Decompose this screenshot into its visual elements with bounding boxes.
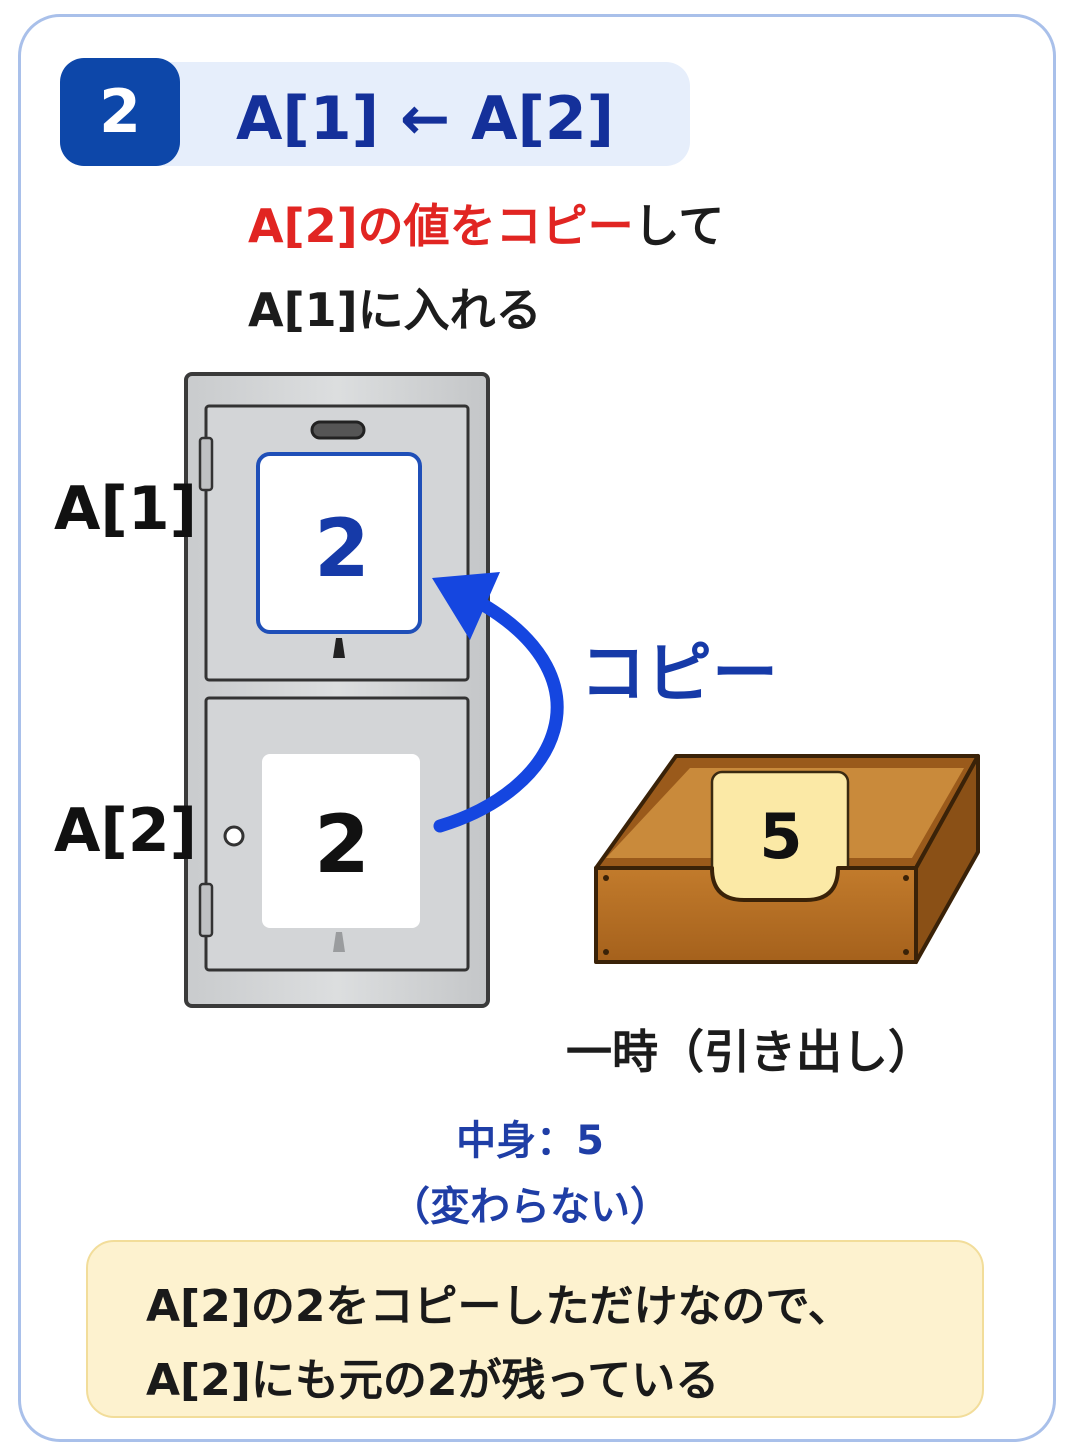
small-arrow-icon: [333, 932, 345, 952]
note-line-1: A[2]の2をコピーしただけなので、: [146, 1281, 852, 1332]
copy-arrow-icon: [432, 572, 564, 833]
locker-label-top: A[1]: [54, 474, 198, 544]
drawer-icon: [594, 754, 980, 964]
explanation-note-box: [86, 1240, 984, 1418]
locker-door-bottom: [198, 696, 470, 972]
note-line-2: A[2]にも元の2が残っている: [146, 1355, 720, 1406]
description-line-1-rest: して: [633, 199, 725, 253]
description-highlight: A[2]の値をコピー: [248, 199, 634, 253]
step-number-badge: 2: [60, 58, 180, 166]
drawer-label: 一時（引き出し）: [566, 1025, 934, 1079]
description-line-2: A[1]に入れる: [248, 283, 542, 337]
bottom-value-text: 2: [314, 798, 370, 891]
hinge-icon: [198, 882, 214, 938]
top-value-text: 2: [314, 502, 370, 595]
bottom-value-card: [262, 754, 420, 928]
door-handle-icon: [310, 420, 366, 440]
small-arrow-icon: [333, 638, 345, 658]
locker-label-bottom: A[2]: [54, 796, 198, 866]
top-value-card: [256, 452, 422, 634]
locker-door-top: [198, 404, 470, 682]
description-line-1: A[2]の値をコピーして: [248, 196, 724, 256]
copy-arrow-label: コピー: [580, 635, 778, 712]
drawer-content-note: （変わらない）: [390, 1184, 670, 1230]
keyhole-icon: [223, 825, 245, 847]
locker-cabinet: [184, 372, 490, 1008]
step-title: A[1] ← A[2]: [236, 84, 615, 154]
drawer-card-value: 5: [759, 800, 802, 873]
hinge-icon: [198, 436, 214, 492]
drawer-content-value: 中身：5: [456, 1118, 604, 1164]
